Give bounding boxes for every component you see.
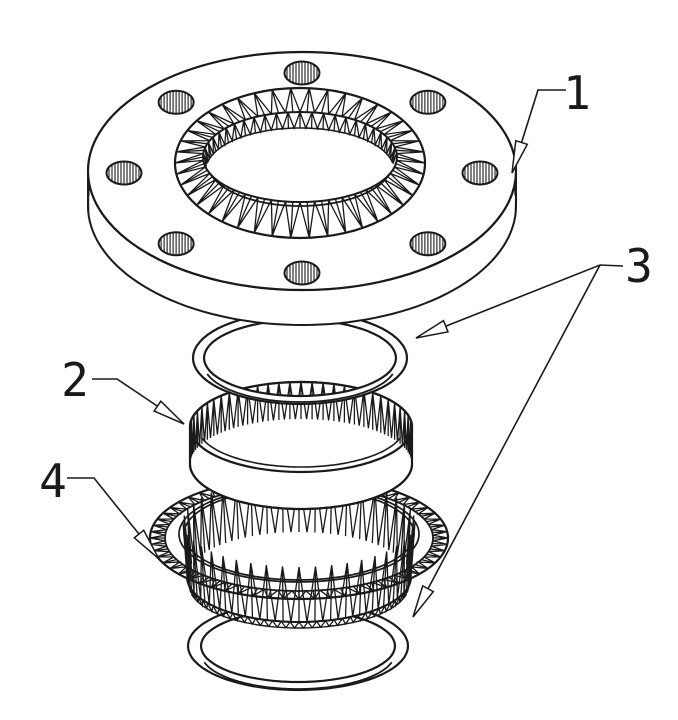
- part-label-1: 1: [563, 66, 591, 120]
- part-label-4: 4: [39, 454, 67, 508]
- leader-lines: [67, 89, 624, 618]
- open-arrowhead: [152, 400, 185, 425]
- part-label-3: 3: [625, 239, 653, 293]
- open-arrowhead: [412, 584, 435, 618]
- part-2-cylindrical-sleeve: [188, 380, 414, 511]
- open-arrowhead: [415, 319, 450, 339]
- open-arrowhead: [511, 139, 529, 174]
- part-label-2: 2: [61, 353, 89, 407]
- open-arrowhead: [133, 529, 160, 560]
- part-1-bolted-flange: [86, 50, 518, 327]
